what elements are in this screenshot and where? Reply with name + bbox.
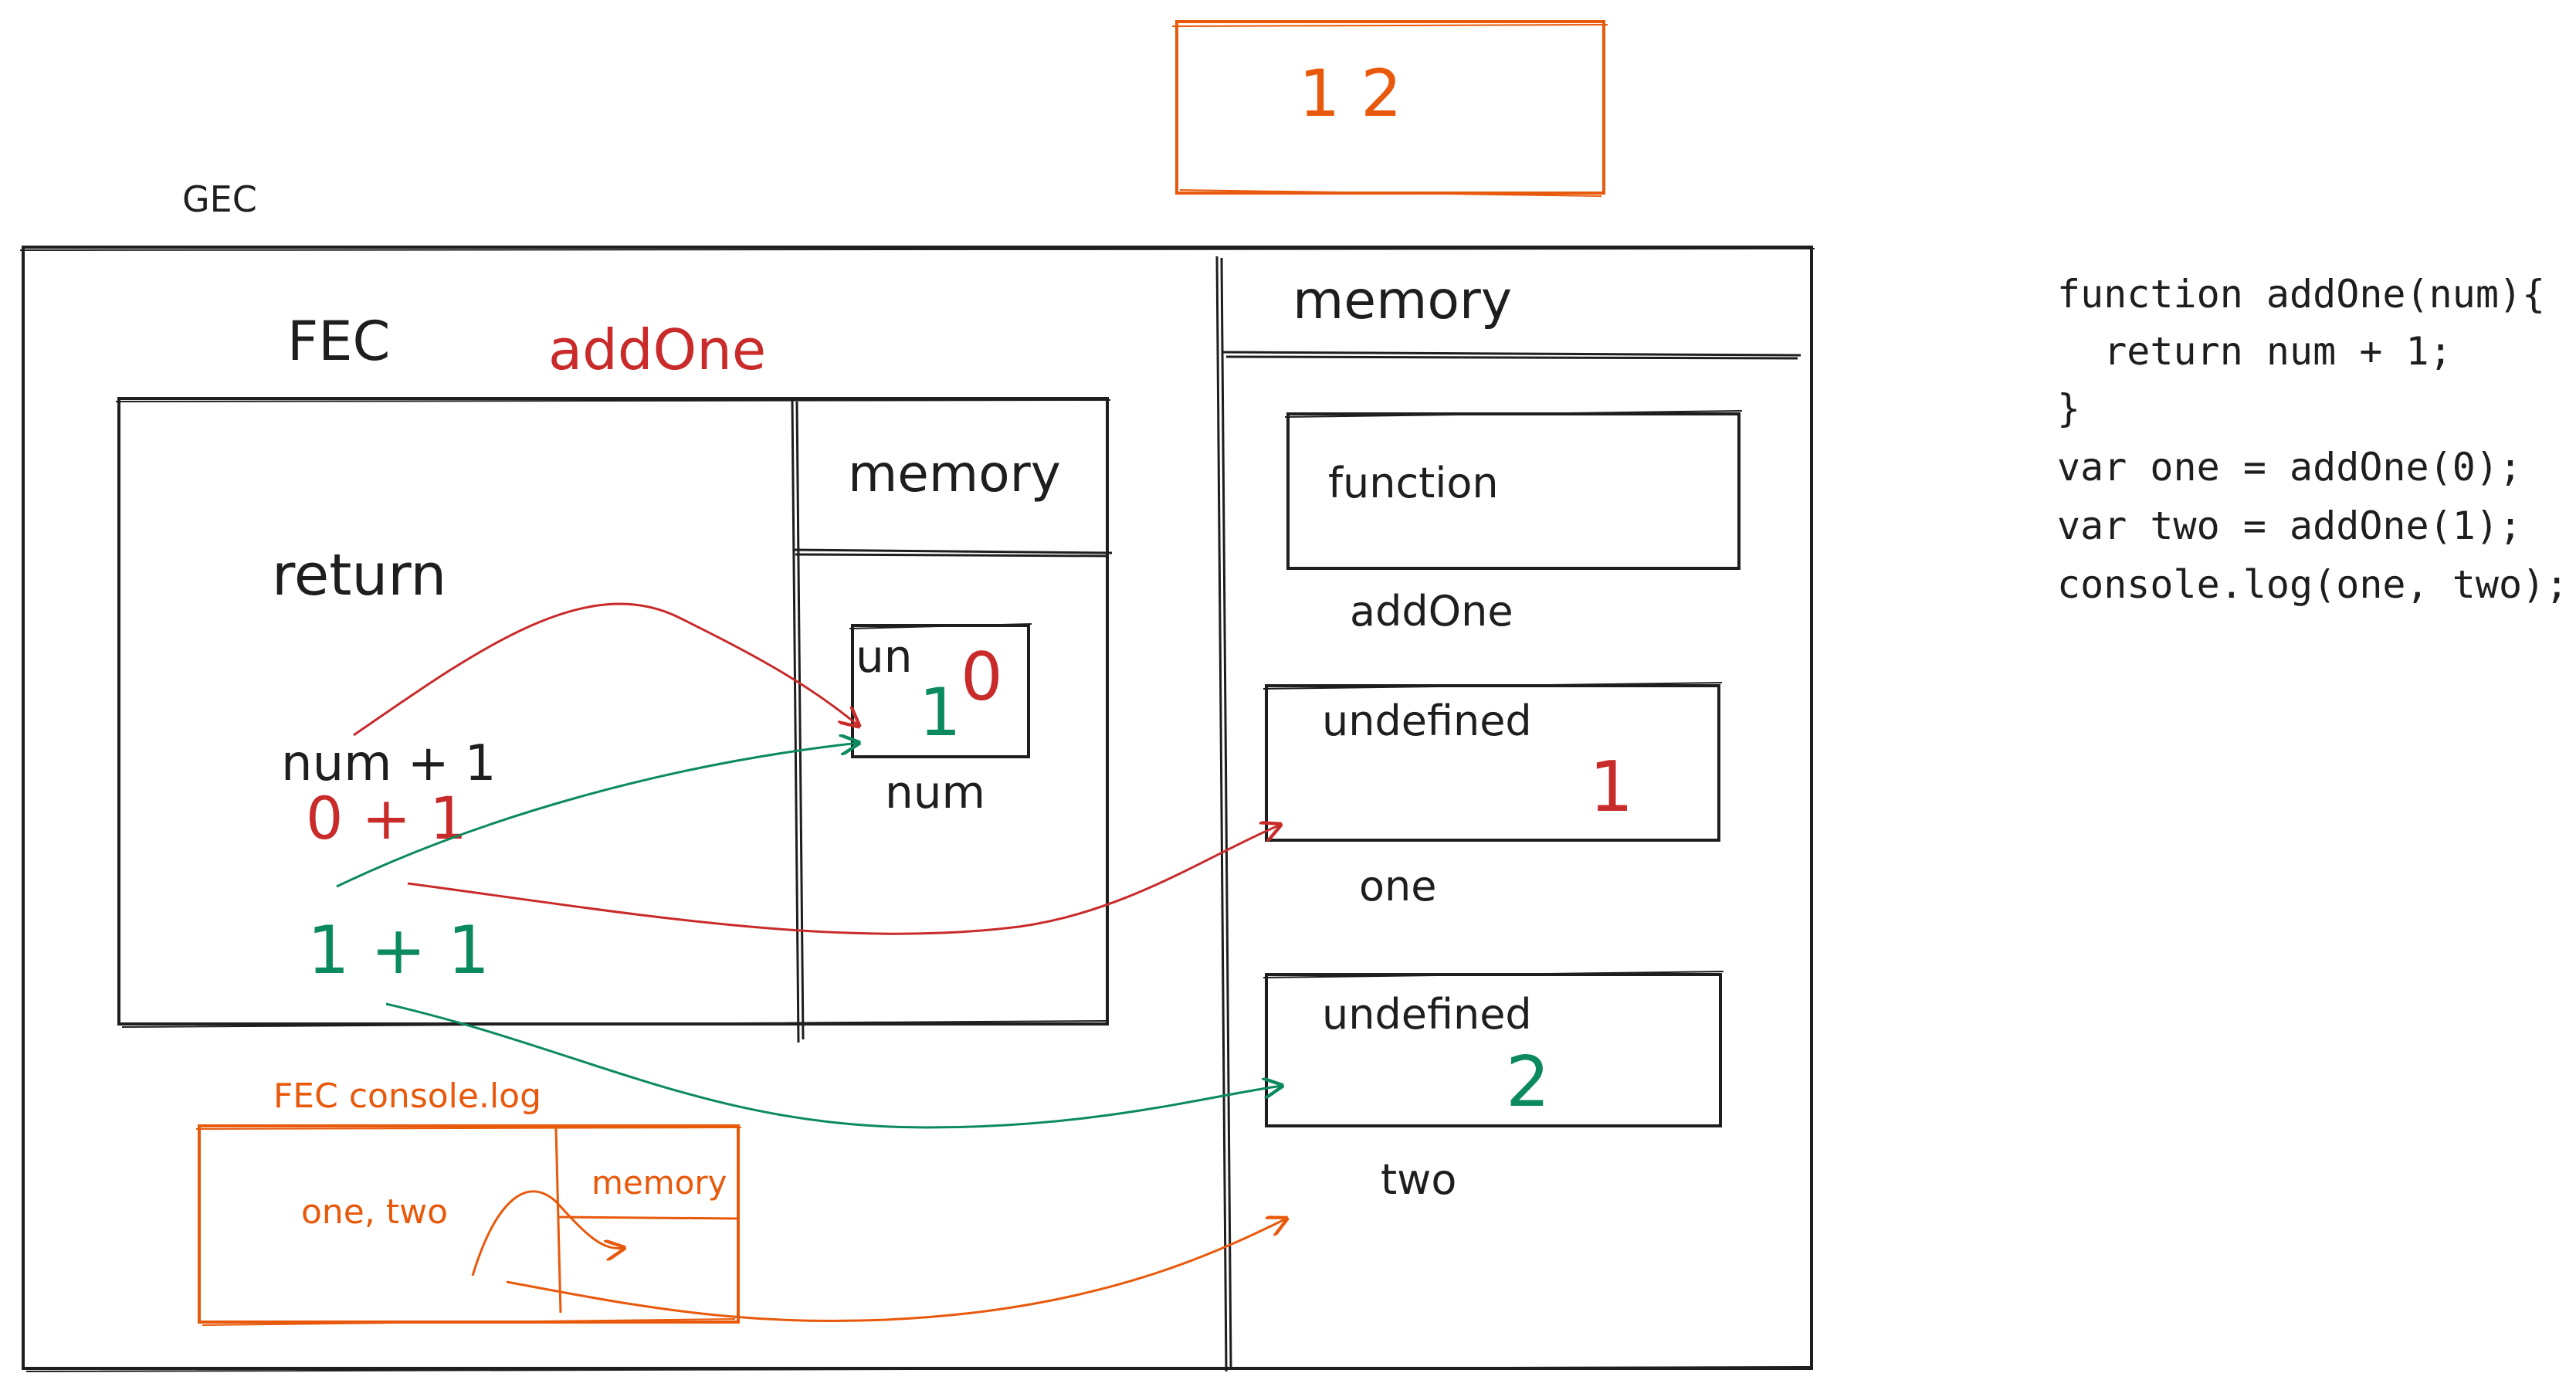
num-variable-name: num bbox=[885, 766, 985, 819]
gec-memory-divider bbox=[1215, 256, 1232, 1372]
fec-function-name: addOne bbox=[548, 317, 766, 382]
console-memory-title: memory bbox=[591, 1164, 727, 1202]
gec-frame bbox=[19, 246, 1815, 1372]
code-listing: function addOne(num){ return num + 1; } … bbox=[2057, 272, 2568, 607]
output-value: 1 2 bbox=[1299, 56, 1402, 131]
console-fec-label: FEC console.log bbox=[273, 1076, 541, 1116]
global-memory-underline bbox=[1222, 351, 1802, 360]
arrow-arguments-to-console-memory bbox=[471, 1190, 624, 1276]
arrow-num-plus-one-to-num bbox=[353, 602, 859, 737]
one-slot-name: one bbox=[1359, 862, 1437, 910]
one-slot-value: undefined bbox=[1322, 697, 1532, 745]
num-first-value: 0 bbox=[961, 639, 1003, 716]
code-line: } bbox=[2057, 386, 2080, 431]
console-memory-divider bbox=[554, 1127, 562, 1314]
one-slot-box bbox=[1263, 682, 1723, 842]
return-expression: num + 1 bbox=[281, 735, 497, 792]
two-slot-box bbox=[1263, 971, 1724, 1127]
console-arguments: one, two bbox=[301, 1192, 448, 1232]
fec-addone-frame bbox=[115, 397, 1113, 1043]
output-box: 1 2 bbox=[1171, 20, 1608, 197]
first-call-expression: 0 + 1 bbox=[306, 784, 467, 853]
fec-memory-underline bbox=[793, 548, 1113, 558]
arrow-result-to-one bbox=[407, 825, 1280, 935]
arrow-result-to-two bbox=[385, 1002, 1282, 1129]
fec-memory-title: memory bbox=[848, 444, 1061, 503]
arrow-console-to-two bbox=[506, 1219, 1286, 1323]
return-keyword: return bbox=[272, 542, 446, 609]
global-memory-title: memory bbox=[1293, 270, 1512, 331]
code-line: return num + 1; bbox=[2057, 329, 2452, 374]
two-slot-name: two bbox=[1381, 1155, 1456, 1204]
console-fec-frame bbox=[195, 1124, 742, 1326]
code-line: var one = addOne(0); bbox=[2057, 445, 2522, 490]
second-call-expression: 1 + 1 bbox=[307, 912, 490, 989]
fec-label: FEC bbox=[287, 310, 390, 373]
function-slot-box bbox=[1284, 410, 1743, 570]
num-variable-box bbox=[849, 623, 1032, 758]
num-initial-value: un bbox=[856, 630, 913, 683]
code-line: function addOne(num){ bbox=[2057, 272, 2545, 317]
num-second-value: 1 bbox=[919, 674, 961, 751]
arrow-zero-plus-one-to-num bbox=[336, 743, 859, 888]
two-slot-value: undefined bbox=[1322, 990, 1532, 1039]
two-slot-result: 2 bbox=[1506, 1042, 1550, 1123]
function-slot-value: function bbox=[1328, 459, 1499, 507]
function-slot-name: addOne bbox=[1350, 587, 1513, 636]
console-memory-underline bbox=[558, 1215, 737, 1220]
code-line: var two = addOne(1); bbox=[2057, 503, 2522, 548]
gec-label: GEC bbox=[182, 178, 257, 220]
fec-memory-divider bbox=[791, 399, 805, 1043]
code-line: console.log(one, two); bbox=[2057, 562, 2568, 607]
one-slot-result: 1 bbox=[1589, 747, 1633, 828]
